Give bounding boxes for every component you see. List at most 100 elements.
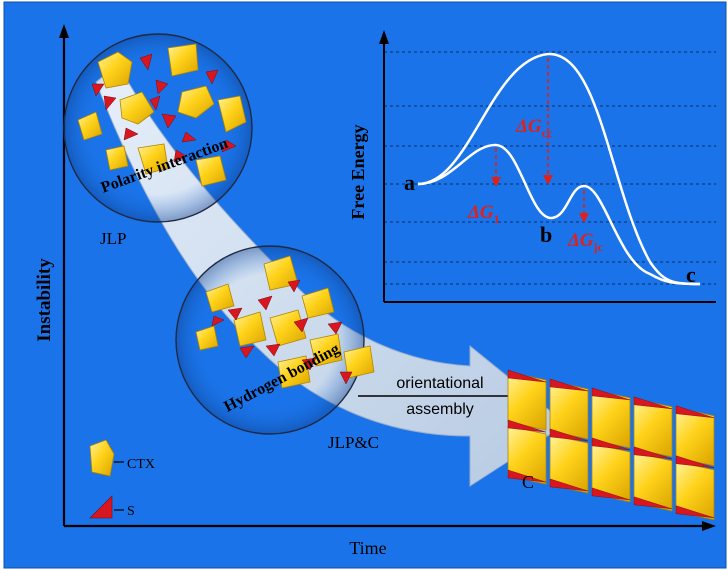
- assembly-line2: assembly: [406, 401, 474, 418]
- jlpc-cluster: Hydrogen bonding JLP&C: [175, 245, 379, 452]
- solvent-molecule: [301, 357, 317, 371]
- crystal: [167, 43, 199, 77]
- g1-label: ΔG1: [467, 202, 500, 226]
- solvent-molecule: [265, 343, 281, 357]
- x-axis-arrowhead: [702, 521, 716, 531]
- solvent-molecule: [339, 371, 353, 385]
- solvent-molecule: [181, 131, 197, 143]
- crystal: [277, 355, 311, 389]
- energy-axes: [379, 30, 716, 303]
- legend-solvent-icon: [89, 495, 113, 519]
- solvent-molecule: [287, 279, 301, 293]
- solvent-molecule: [123, 127, 139, 141]
- state-c-label: c: [686, 262, 696, 287]
- crystal: [97, 51, 133, 89]
- solvent-molecule: [161, 113, 177, 129]
- solvent-molecule: [239, 345, 255, 359]
- assembly-label: orientational assembly: [358, 375, 512, 418]
- energy-curve-direct: [417, 52, 701, 286]
- solvent-molecule: [139, 53, 153, 71]
- energy-curve-stepwise: [417, 143, 701, 286]
- crystal: [309, 333, 343, 367]
- energy-gridlines: [384, 51, 716, 285]
- gcc-label: ΔGcc: [515, 116, 553, 140]
- lattice-solvent: [675, 405, 715, 418]
- lattice-solvent: [633, 396, 673, 410]
- lattice-cells: [507, 369, 715, 521]
- crystal: [301, 287, 335, 319]
- main-axes: [59, 24, 716, 531]
- x-axis-label: Time: [349, 538, 386, 558]
- lattice-solvent: [633, 446, 673, 460]
- solvent-molecule: [91, 83, 105, 97]
- gcc-delta: ΔG: [515, 116, 542, 137]
- jlp-solvents: [91, 53, 237, 163]
- crystal: [77, 111, 103, 141]
- energy-barrier-arrows: [495, 58, 585, 216]
- gjc-delta: ΔG: [567, 230, 594, 251]
- g1-delta: ΔG: [467, 202, 494, 223]
- legend-crystal-icon: [89, 439, 115, 477]
- lattice-solvent: [675, 455, 715, 468]
- lattice-solvent: [591, 487, 631, 501]
- assembly-line1: orientational: [396, 375, 483, 392]
- solvent-molecule: [257, 295, 273, 311]
- final-lattice: [507, 369, 715, 521]
- crystal: [105, 145, 129, 171]
- crystal: [205, 283, 235, 313]
- y-axis-label: Instability: [34, 258, 55, 342]
- legend-crystal-label: CTX: [127, 457, 155, 472]
- energy-y-arrowhead: [379, 30, 389, 44]
- crystal: [195, 155, 227, 187]
- gjc-label: ΔGjc: [567, 230, 604, 254]
- solvent-molecule: [173, 149, 187, 163]
- crystal: [137, 143, 169, 175]
- crystal: [343, 345, 375, 379]
- jlp-cluster: Polarity interaction JLP: [63, 33, 253, 248]
- solvent-molecule: [227, 307, 243, 321]
- legend: CTX S: [89, 439, 155, 519]
- lattice-solvent: [507, 419, 547, 433]
- solvent-molecule: [221, 139, 237, 153]
- jlpc-solvents: [211, 279, 353, 385]
- solvent-molecule: [103, 95, 117, 111]
- gjc-sub: jc: [593, 240, 604, 254]
- energy-y-label: Free Energy: [348, 124, 368, 219]
- solvent-molecule: [155, 79, 169, 95]
- jlpc-crystals: [195, 255, 375, 389]
- lattice-solvent: [507, 469, 547, 483]
- solvent-molecule: [327, 321, 343, 335]
- crystal: [233, 311, 267, 347]
- gjc-arrowhead: [579, 213, 589, 223]
- jlp-label: JLP: [100, 229, 126, 248]
- g1-arrowhead: [491, 177, 501, 187]
- process-arrow: [95, 63, 567, 487]
- gcc-sub: cc: [542, 126, 553, 140]
- gcc-arrowhead: [543, 175, 553, 185]
- jlp-crystals: [77, 43, 247, 187]
- lattice-solvent: [507, 369, 547, 383]
- lattice-solvent: [549, 428, 589, 442]
- lattice-solvent: [675, 505, 715, 518]
- energy-diagram: Free Energy ΔG1 ΔGcc ΔGjc a b c: [348, 30, 716, 303]
- solvent-molecule: [205, 69, 219, 85]
- solvent-molecule: [211, 315, 225, 327]
- solvent-molecule: [293, 317, 309, 333]
- lattice-solvent: [591, 387, 631, 401]
- solvent-molecule: [149, 95, 161, 111]
- state-b-label: b: [540, 222, 552, 247]
- g1-sub: 1: [494, 212, 500, 226]
- state-a-label: a: [404, 170, 415, 195]
- lattice-solvent: [549, 378, 589, 392]
- crystal: [217, 95, 247, 133]
- energy-barrier-heads: [491, 175, 589, 223]
- y-axis-arrowhead: [59, 24, 69, 38]
- legend-solvent-label: S: [127, 504, 135, 519]
- crystal: [119, 91, 155, 125]
- crystal: [269, 309, 307, 347]
- lattice-solvent: [591, 437, 631, 451]
- crystal: [177, 85, 215, 119]
- crystal: [195, 325, 219, 351]
- lattice-solvent: [633, 496, 673, 510]
